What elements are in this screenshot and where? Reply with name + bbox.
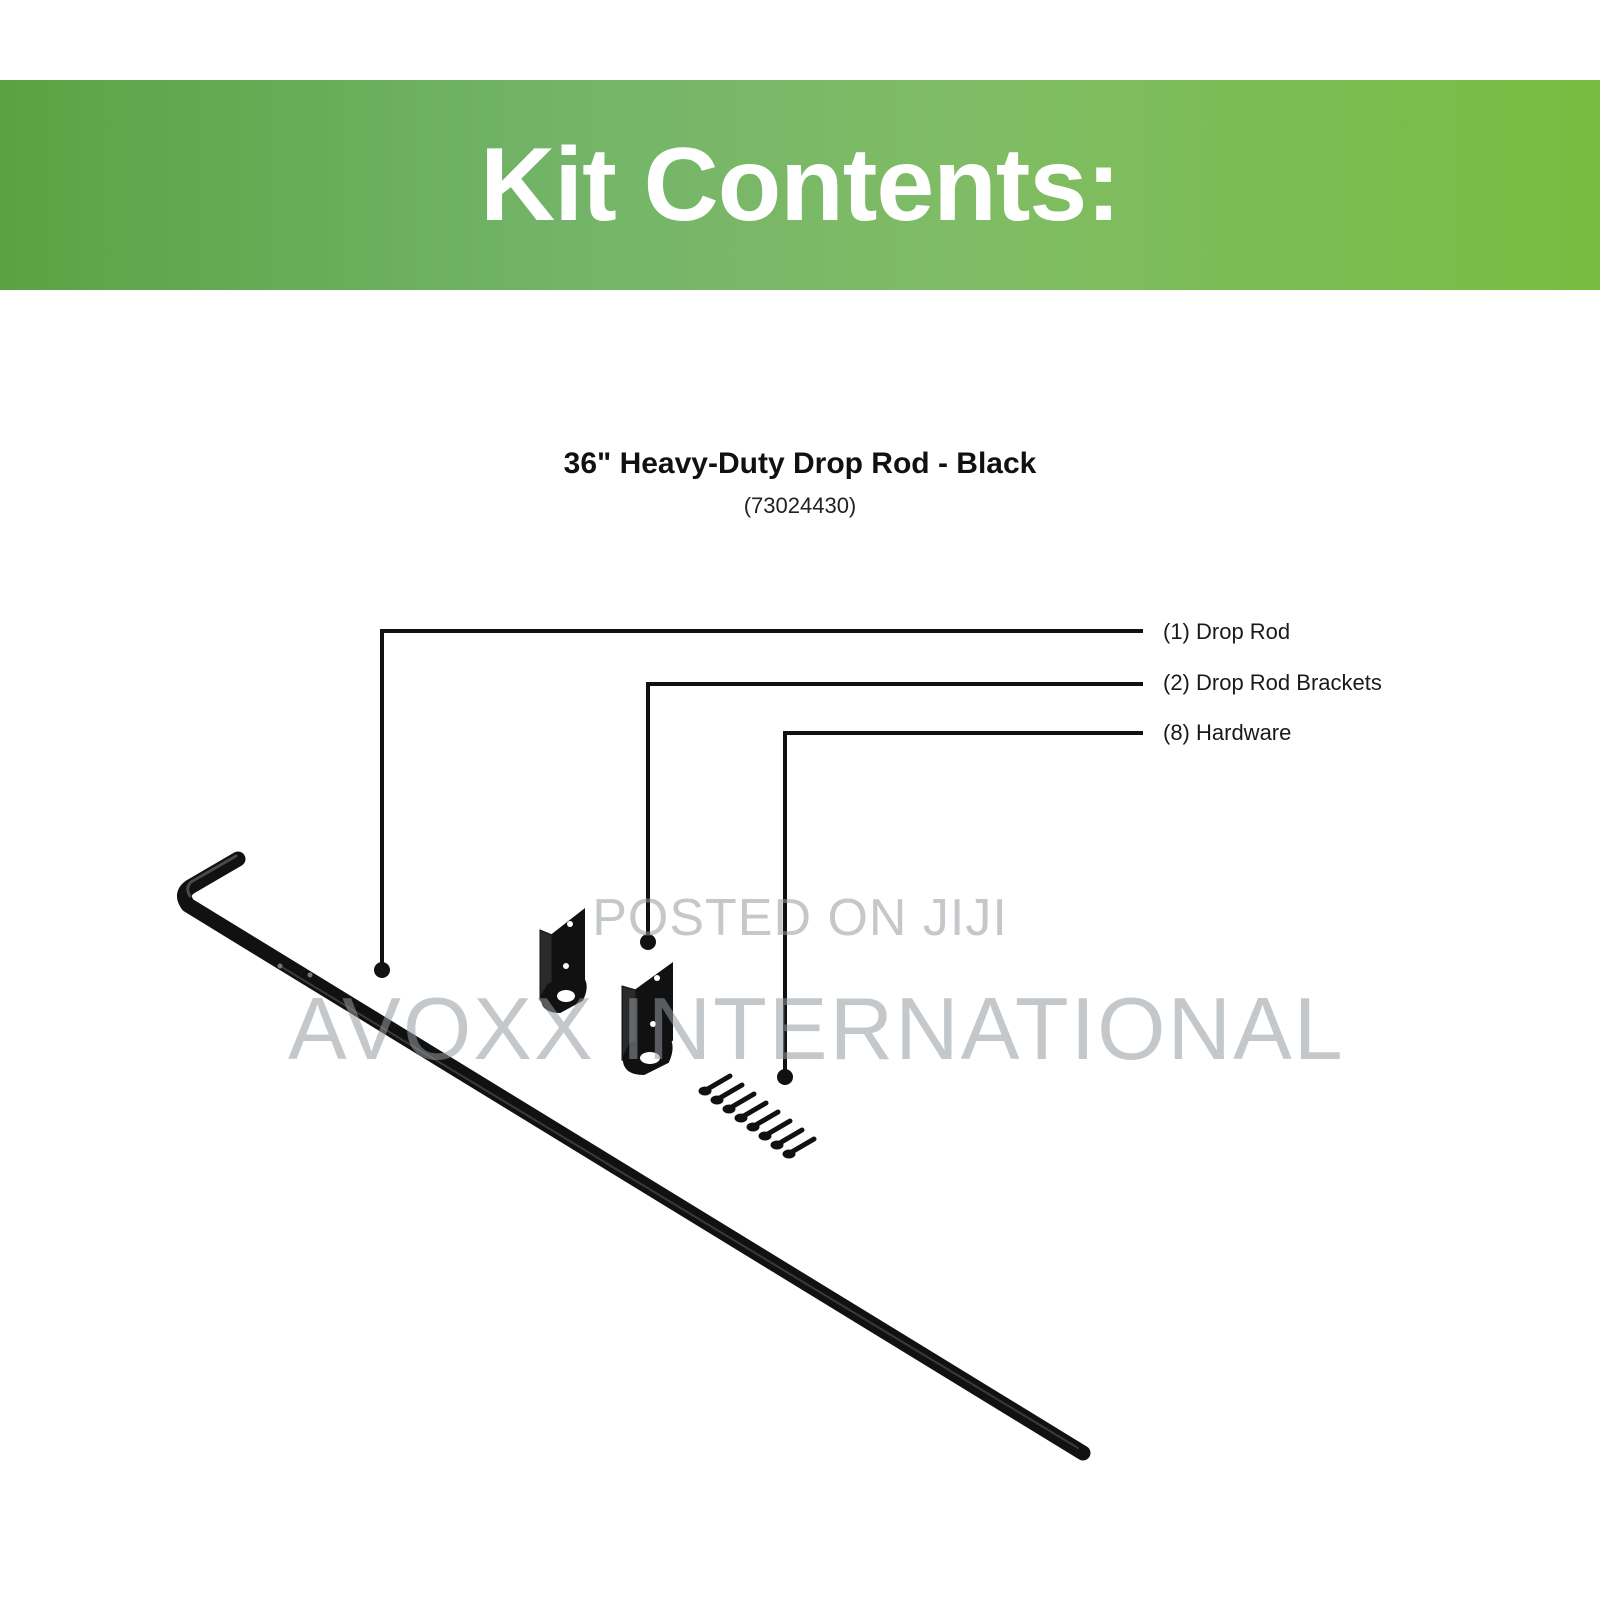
drop-rod-illustration — [177, 851, 1091, 1461]
callout-label-hardware: (8) Hardware — [1163, 720, 1292, 745]
callout-label-drop-rod: (1) Drop Rod — [1163, 619, 1291, 644]
callout-label-brackets: (2) Drop Rod Brackets — [1163, 670, 1382, 695]
watermark-posted-on: POSTED ON JIJI — [592, 889, 1008, 947]
leader-dot-hardware — [777, 1069, 793, 1085]
banner-title: Kit Contents: — [480, 126, 1121, 243]
leader-dot-drop-rod — [374, 962, 390, 978]
drop-rod-bracket-2-illustration — [621, 962, 673, 1076]
leader-lines — [380, 629, 1143, 1075]
leader-line-brackets — [646, 682, 1143, 940]
leader-dot-brackets — [640, 934, 656, 950]
leader-line-hardware — [783, 731, 1143, 1075]
watermark-seller: AVOXX INTERNATIONAL — [288, 979, 1345, 1078]
leader-line-drop-rod — [380, 629, 1143, 968]
hardware-screws-illustration — [698, 1073, 817, 1159]
product-sku: (73024430) — [743, 493, 857, 518]
kit-contents-banner: Kit Contents: — [0, 80, 1600, 290]
product-title: 36" Heavy-Duty Drop Rod - Black — [563, 447, 1037, 480]
drop-rod-bracket-1-illustration — [539, 907, 587, 1014]
